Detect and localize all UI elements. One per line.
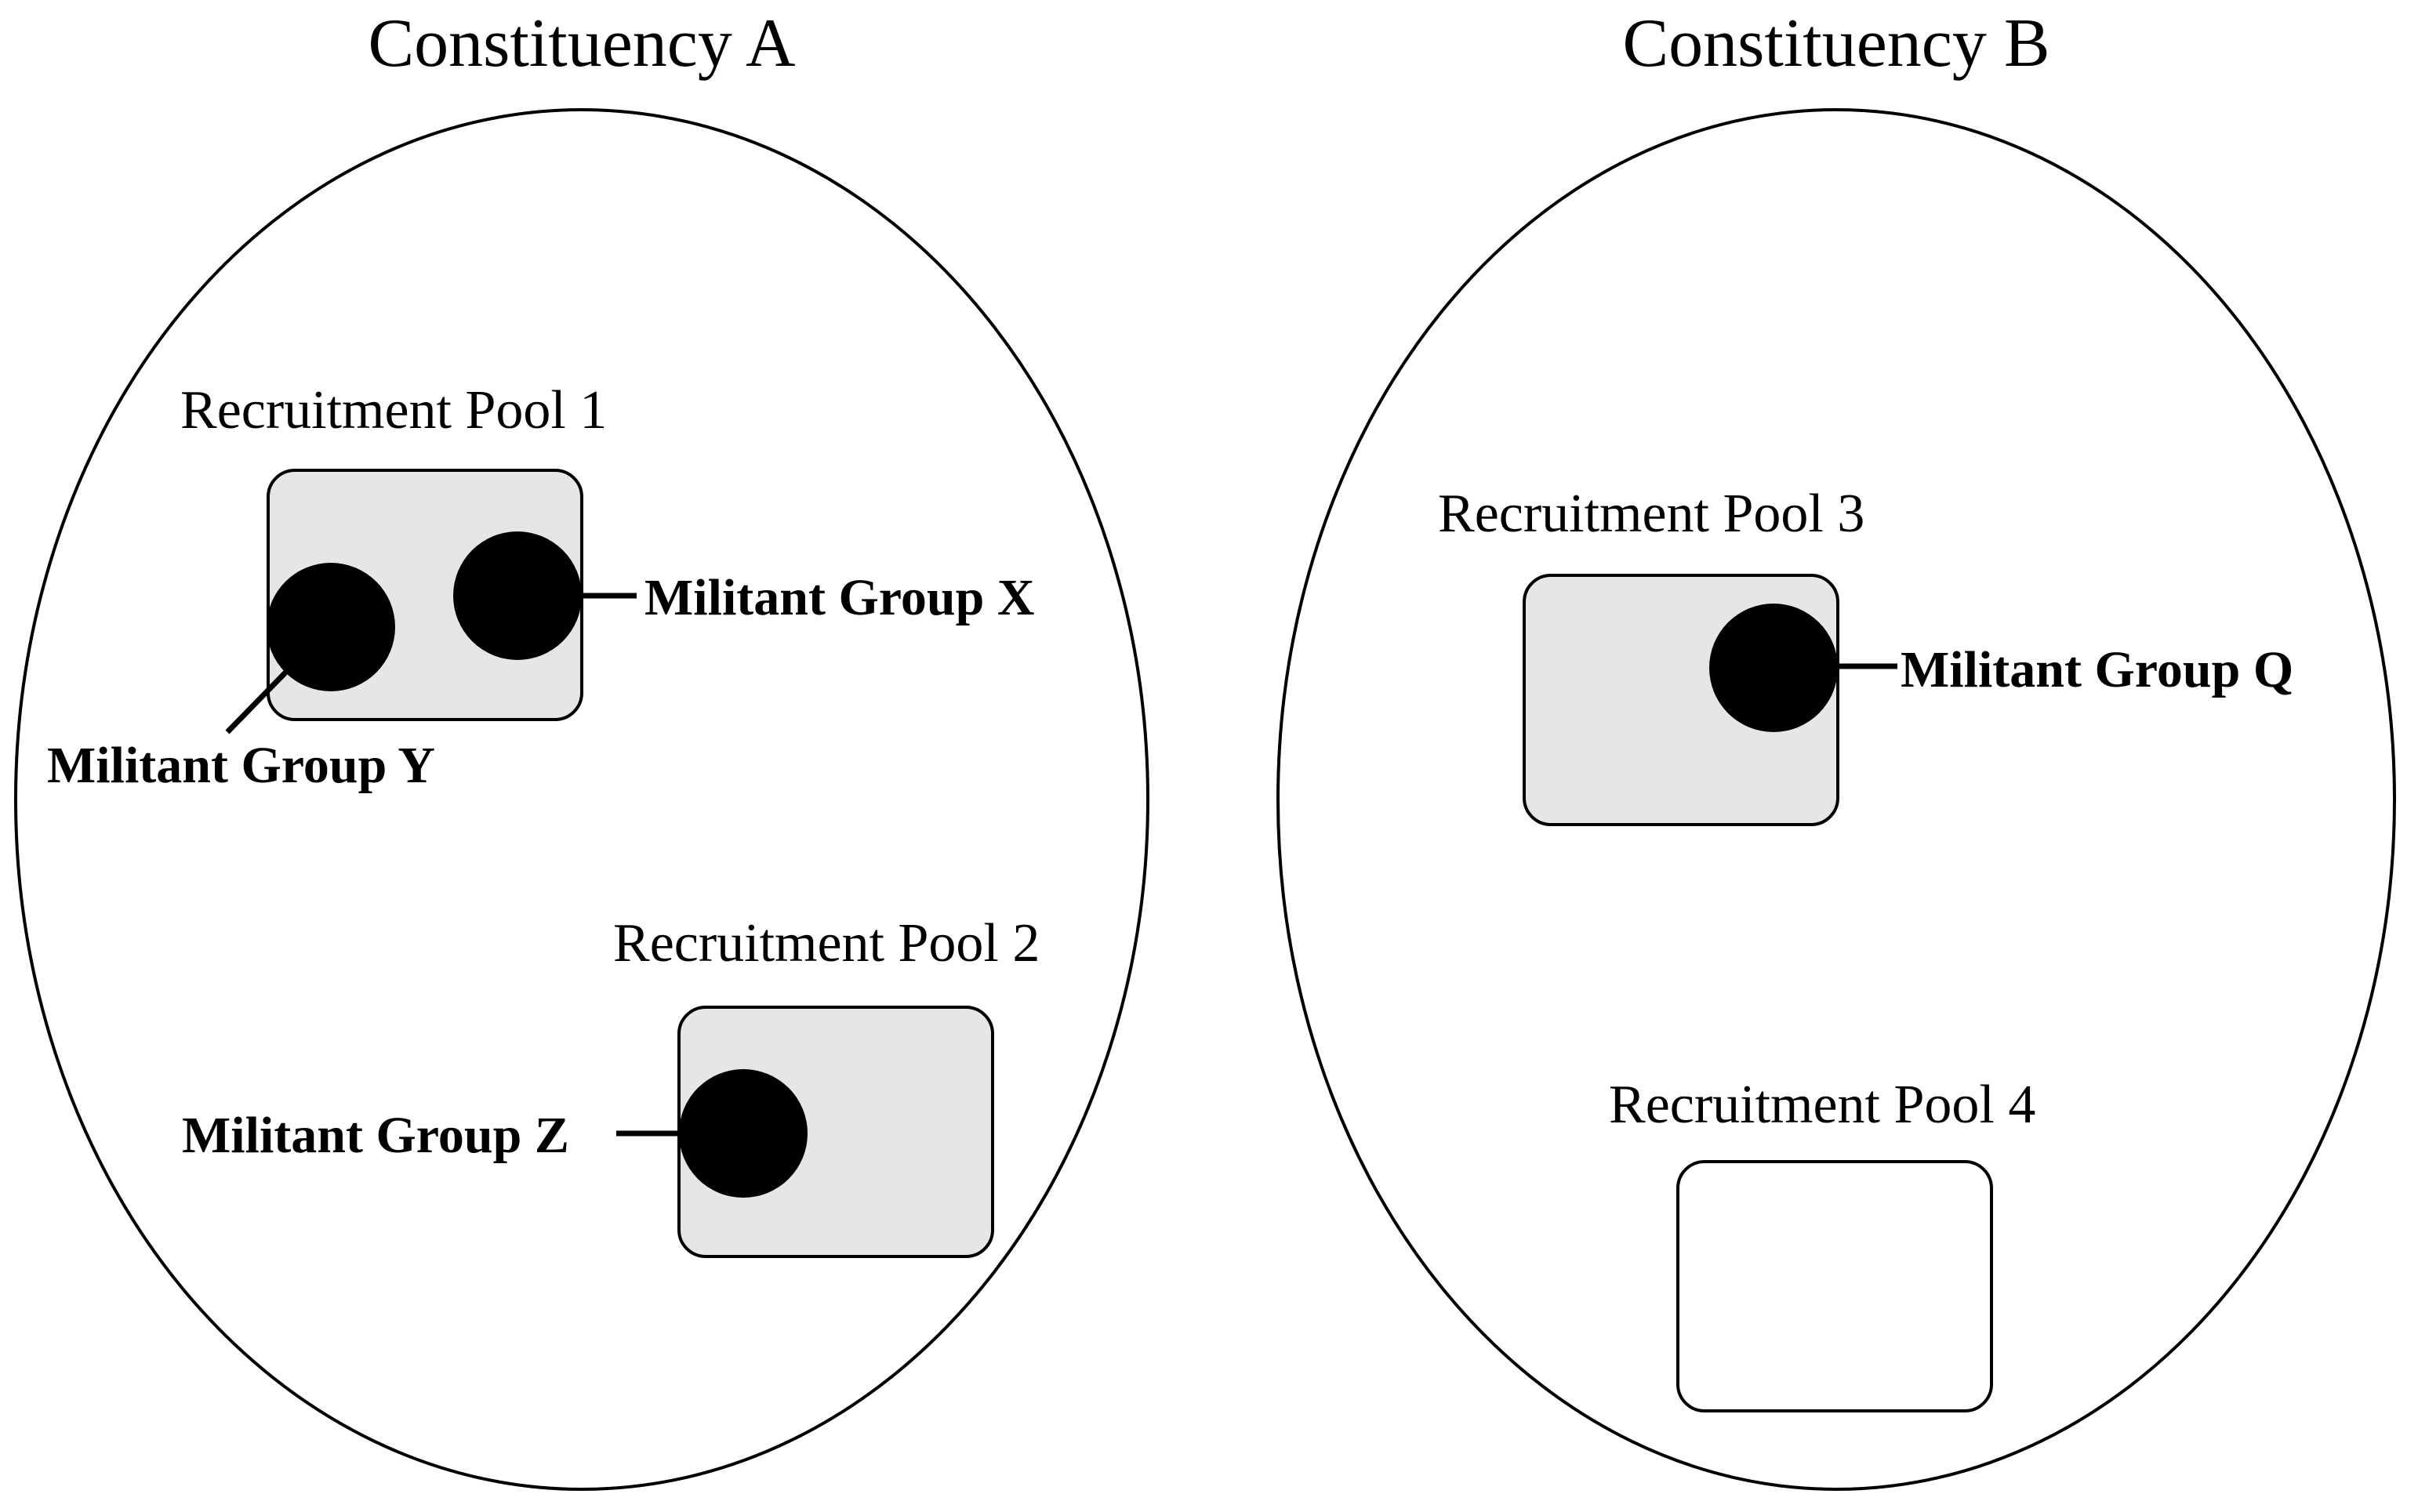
militant-group-z-dot <box>679 1069 808 1198</box>
militant-group-z: Militant Group Z <box>182 1069 808 1198</box>
constituency-b-title: Constituency B <box>1622 5 2049 82</box>
militant-group-y: Militant Group Y <box>47 563 435 794</box>
constituency-b-ellipse <box>1276 108 2396 1491</box>
militant-group-q: Militant Group Q <box>1709 604 2293 732</box>
militant-group-q-dot <box>1709 604 1838 732</box>
militant-group-y-leader <box>225 669 289 734</box>
militant-group-q-label: Militant Group Q <box>1901 641 2293 698</box>
recruitment-pool-2: Recruitment Pool 2 <box>613 913 1040 1258</box>
militant-group-y-dot <box>267 563 395 691</box>
recruitment-pool-3-label: Recruitment Pool 3 <box>1438 484 1864 544</box>
constituency-a-title: Constituency A <box>368 5 795 82</box>
constituency-b: Constituency B Recruitment Pool 3 Recrui… <box>1276 5 2396 1491</box>
militant-group-x: Militant Group X <box>453 531 1034 660</box>
constituency-a: Constituency A Recruitment Pool 1 Recrui… <box>14 5 1149 1491</box>
recruitment-pool-4-label: Recruitment Pool 4 <box>1609 1075 2035 1135</box>
militant-group-z-label: Militant Group Z <box>182 1107 569 1164</box>
recruitment-pool-4-box <box>1676 1160 1993 1412</box>
militant-group-y-label: Militant Group Y <box>47 737 435 794</box>
militant-group-x-label: Militant Group X <box>644 569 1034 626</box>
recruitment-pool-1-label: Recruitment Pool 1 <box>180 380 607 441</box>
constituency-a-ellipse <box>14 108 1149 1491</box>
recruitment-pool-4: Recruitment Pool 4 <box>1609 1075 2035 1412</box>
recruitment-pool-2-label: Recruitment Pool 2 <box>613 913 1040 974</box>
militant-group-x-dot <box>453 531 582 660</box>
